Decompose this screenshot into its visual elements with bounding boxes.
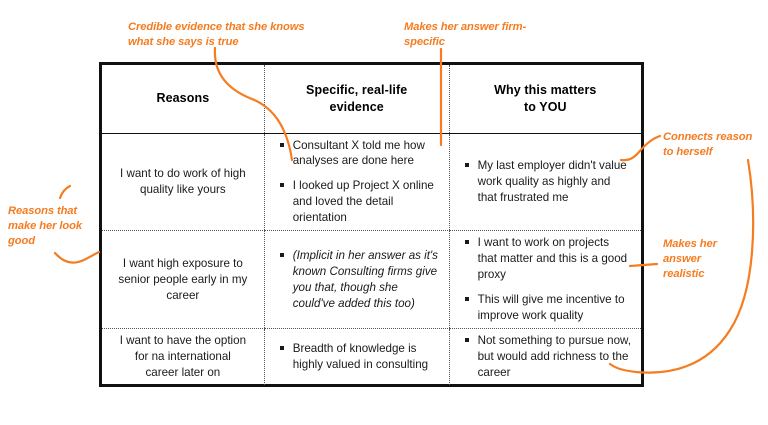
reasons-matrix-table: Reasons Specific, real-life evidence Why… (99, 62, 644, 387)
column-header-matters-line2: to YOU (523, 99, 567, 114)
annotation-reasons-look-good: Reasons that make her look good (8, 205, 82, 247)
bullet-list: (Implicit in her answer as it's known Co… (279, 248, 439, 312)
cell-reason-3: I want to have the option for na interna… (119, 334, 247, 380)
list-item: (Implicit in her answer as it's known Co… (279, 248, 439, 312)
list-item: This will give me incentive to improve w… (464, 292, 631, 324)
list-item: My last employer didn't value work quali… (464, 158, 631, 206)
table-row: I want high exposure to senior people ea… (102, 230, 641, 330)
bullet-list: Not something to pursue now, but would a… (464, 333, 631, 381)
table-header-row: Reasons Specific, real-life evidence Why… (102, 65, 641, 134)
annotation-connects-reason: Connects reason to herself (663, 131, 753, 158)
cell-evidence-2: (Implicit in her answer as it's known Co… (263, 230, 450, 330)
cell-reason-1: I want to do work of high quality like y… (102, 133, 265, 232)
bullet-list: Breadth of knowledge is highly valued in… (279, 341, 439, 373)
list-item: I looked up Project X online and loved t… (279, 178, 439, 226)
annotation-firm-specific: Makes her answer firm-specific (404, 21, 527, 48)
column-header-evidence-line2: evidence (329, 99, 384, 114)
leader-reasons-hook (53, 250, 101, 264)
table-row: I want to do work of high quality like y… (102, 133, 641, 232)
column-header-matters: Why this matters to YOU (448, 65, 641, 134)
cell-matters-2: I want to work on projects that matter a… (448, 230, 641, 330)
cell-evidence-1: Consultant X told me how analyses are do… (263, 133, 450, 232)
bullet-list: My last employer didn't value work quali… (464, 158, 631, 206)
list-item: Consultant X told me how analyses are do… (279, 138, 439, 170)
column-header-evidence-line1: Specific, real-life (306, 82, 408, 97)
column-header-matters-line1: Why this matters (494, 82, 597, 97)
column-header-evidence: Specific, real-life evidence (263, 65, 450, 134)
list-item: I want to work on projects that matter a… (464, 235, 631, 283)
list-item: Breadth of knowledge is highly valued in… (279, 341, 439, 373)
cell-evidence-3: Breadth of knowledge is highly valued in… (263, 328, 450, 386)
leader-reasons (58, 184, 72, 200)
list-item: Not something to pursue now, but would a… (464, 333, 631, 381)
table-row: I want to have the option for na interna… (102, 328, 641, 386)
annotation-answer-realistic: Makes her answer realistic (663, 238, 717, 280)
cell-matters-3: Not something to pursue now, but would a… (448, 328, 641, 386)
bullet-list: I want to work on projects that matter a… (464, 235, 631, 324)
column-header-reasons: Reasons (102, 65, 265, 134)
cell-matters-1: My last employer didn't value work quali… (448, 133, 641, 232)
annotation-credible-evidence: Credible evidence that she knows what sh… (128, 21, 305, 48)
bullet-list: Consultant X told me how analyses are do… (279, 138, 439, 227)
cell-reason-2: I want high exposure to senior people ea… (102, 230, 265, 330)
column-header-reasons-line1: Reasons (156, 91, 210, 106)
matrix-grid: Reasons Specific, real-life evidence Why… (102, 65, 641, 386)
